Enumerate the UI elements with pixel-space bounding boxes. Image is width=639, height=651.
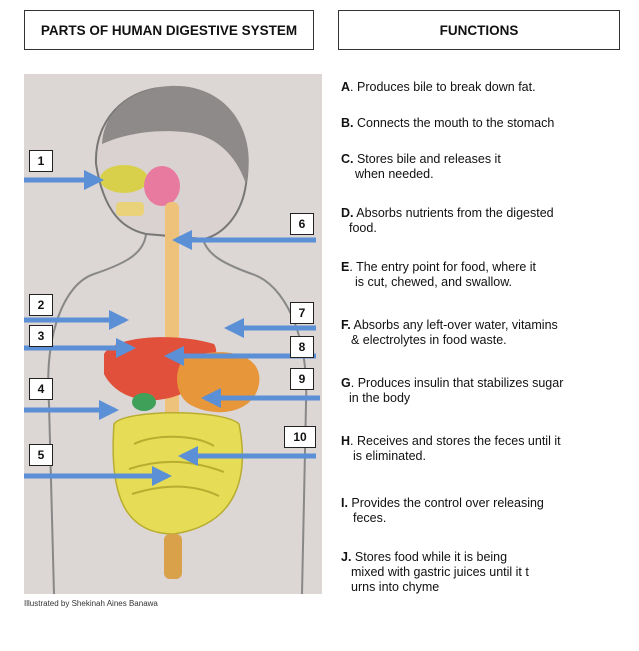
function-letter: C. bbox=[341, 152, 354, 166]
label-number: 1 bbox=[37, 154, 45, 168]
hair bbox=[102, 85, 249, 184]
parts-header-text: PARTS OF HUMAN DIGESTIVE SYSTEM bbox=[40, 22, 298, 38]
intestine-folds bbox=[128, 435, 225, 497]
label-box-8: 8 bbox=[290, 336, 314, 358]
function-item-d: D. Absorbs nutrients from the digested f… bbox=[341, 206, 631, 236]
label-number: 10 bbox=[293, 430, 307, 444]
function-item-a: A. Produces bile to break down fat. bbox=[341, 80, 631, 95]
label-box-2: 2 bbox=[29, 294, 53, 316]
illustration-credit: Illustrated by Shekinah Aines Banawa bbox=[24, 599, 158, 608]
function-separator: . bbox=[349, 260, 353, 274]
label-number: 8 bbox=[298, 340, 306, 354]
label-box-4: 4 bbox=[29, 378, 53, 400]
function-item-f: F. Absorbs any left-over water, vitamins… bbox=[341, 318, 631, 348]
intestines bbox=[112, 412, 244, 535]
label-box-6: 6 bbox=[290, 213, 314, 235]
function-item-g: G. Produces insulin that stabilizes suga… bbox=[341, 376, 631, 406]
function-separator: . bbox=[350, 434, 354, 448]
function-letter: A bbox=[341, 80, 351, 94]
function-item-h: H. Receives and stores the feces until i… bbox=[341, 434, 631, 464]
function-item-b: B. Connects the mouth to the stomach bbox=[341, 116, 631, 131]
label-box-9: 9 bbox=[290, 368, 314, 390]
function-text: Provides the control over releasing bbox=[347, 496, 544, 510]
function-item-e: E. The entry point for food, where it is… bbox=[341, 260, 631, 290]
function-letter: D. bbox=[341, 206, 354, 220]
function-separator: . bbox=[350, 376, 355, 390]
label-number: 6 bbox=[298, 217, 306, 231]
label-box-7: 7 bbox=[290, 302, 314, 324]
function-separator: . bbox=[350, 80, 354, 94]
function-letter: I. bbox=[341, 496, 348, 510]
digestive-system-illustration bbox=[24, 74, 322, 594]
function-text: Absorbs nutrients from the digested bbox=[353, 206, 554, 220]
parts-header: PARTS OF HUMAN DIGESTIVE SYSTEM bbox=[24, 10, 314, 50]
function-text-continued: mixed with gastric juices until it t bbox=[351, 565, 529, 579]
label-number: 4 bbox=[37, 382, 45, 396]
mouth bbox=[116, 202, 144, 216]
nasal-cavity bbox=[100, 165, 148, 193]
function-text: Stores bile and releases it bbox=[353, 152, 501, 166]
label-box-10: 10 bbox=[284, 426, 316, 448]
function-text: Stores food while it is being bbox=[351, 550, 508, 564]
functions-header-text: FUNCTIONS bbox=[439, 22, 519, 38]
function-text: Produces bile to break down fat. bbox=[353, 80, 536, 94]
stomach bbox=[177, 352, 260, 413]
rectum bbox=[164, 534, 182, 579]
label-box-1: 1 bbox=[29, 150, 53, 172]
label-number: 7 bbox=[298, 306, 306, 320]
gallbladder bbox=[132, 393, 156, 411]
label-number: 5 bbox=[37, 448, 45, 462]
function-item-j: J. Stores food while it is being mixed w… bbox=[341, 550, 631, 600]
function-text-continued: when needed. bbox=[355, 167, 434, 181]
function-letter: B. bbox=[341, 116, 354, 130]
label-box-5: 5 bbox=[29, 444, 53, 466]
body-drawing bbox=[47, 85, 308, 594]
function-text: Receives and stores the feces until it bbox=[353, 434, 561, 448]
function-text: Absorbs any left-over water, vitamins bbox=[350, 318, 558, 332]
function-letter: F. bbox=[341, 318, 351, 332]
function-item-c: C. Stores bile and releases it when need… bbox=[341, 152, 631, 182]
function-text-continued: & electrolytes in food waste. bbox=[351, 333, 507, 347]
function-text-continued: is eliminated. bbox=[353, 449, 426, 463]
function-text: The entry point for food, where it bbox=[352, 260, 537, 274]
function-letter: E bbox=[341, 260, 350, 274]
function-text-continued: is cut, chewed, and swallow. bbox=[355, 275, 513, 289]
label-number: 2 bbox=[37, 298, 45, 312]
function-text: Produces insulin that stabilizes sugar bbox=[354, 376, 564, 390]
label-box-3: 3 bbox=[29, 325, 53, 347]
function-text-continued: urns into chyme bbox=[351, 580, 440, 594]
function-letter: G bbox=[341, 376, 351, 390]
function-text: Connects the mouth to the stomach bbox=[353, 116, 555, 130]
label-number: 9 bbox=[298, 372, 306, 386]
function-letter: J. bbox=[341, 550, 352, 564]
function-text-continued: food. bbox=[349, 221, 377, 235]
function-item-i: I. Provides the control over releasing f… bbox=[341, 496, 631, 526]
label-number: 3 bbox=[37, 329, 45, 343]
function-text-continued: in the body bbox=[349, 391, 411, 405]
function-text-continued: feces. bbox=[353, 511, 387, 525]
salivary-gland bbox=[144, 166, 180, 206]
functions-header: FUNCTIONS bbox=[338, 10, 620, 50]
function-letter: H bbox=[341, 434, 351, 448]
